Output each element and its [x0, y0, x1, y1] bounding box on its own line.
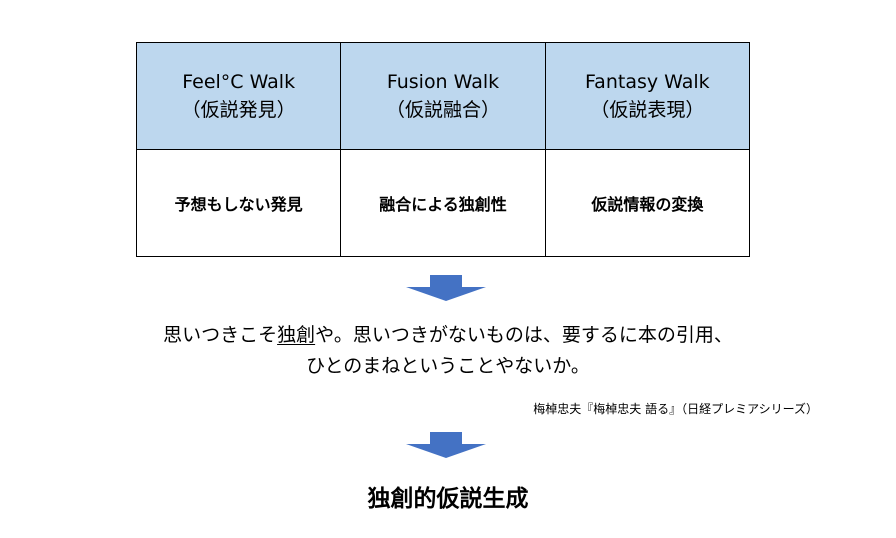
header-cell-fusion-walk: Fusion Walk （仮説融合）: [340, 42, 546, 150]
header-title: Feel°C Walk: [182, 71, 296, 93]
quote-line-2: ひとのまねということやないか。: [306, 355, 590, 377]
quote-underlined-word: 独創: [277, 324, 316, 346]
body-cell-text: 仮説情報の変換: [591, 195, 704, 214]
down-arrow-icon: [406, 432, 486, 458]
body-cell-text: 融合による独創性: [379, 195, 507, 214]
quote-text-before: 思いつきこそ: [163, 324, 278, 346]
body-cell-feel-walk: 予想もしない発見: [135, 149, 342, 257]
quote-text-after: や。思いつきがないものは、要するに本の引用、: [315, 324, 733, 346]
header-subtitle: （仮説発見）: [181, 99, 296, 121]
header-subtitle: （仮説表現）: [590, 99, 705, 121]
conclusion-heading: 独創的仮説生成: [367, 486, 529, 512]
quote-line-1: 思いつきこそ独創や。思いつきがないものは、要するに本の引用、: [0, 322, 896, 348]
down-arrow-icon: [406, 275, 486, 301]
header-title: Fantasy Walk: [585, 71, 710, 93]
header-cell-feel-walk: Feel°C Walk （仮説発見）: [135, 42, 342, 150]
header-subtitle: （仮説融合）: [385, 99, 500, 121]
walk-table: Feel°C Walk （仮説発見） Fusion Walk （仮説融合） Fa…: [135, 42, 751, 257]
body-cell-fusion-walk: 融合による独創性: [340, 149, 546, 257]
body-cell-fantasy-walk: 仮説情報の変換: [544, 149, 751, 257]
header-cell-fantasy-walk: Fantasy Walk （仮説表現）: [544, 42, 751, 150]
header-title: Fusion Walk: [386, 71, 500, 93]
body-cell-text: 予想もしない発見: [174, 195, 303, 214]
table-header-row: Feel°C Walk （仮説発見） Fusion Walk （仮説融合） Fa…: [135, 42, 751, 150]
table-body-row: 予想もしない発見 融合による独創性 仮説情報の変換: [135, 149, 751, 257]
citation: 梅棹忠夫『梅棹忠夫 語る』（日経プレミアシリーズ）: [533, 402, 818, 416]
